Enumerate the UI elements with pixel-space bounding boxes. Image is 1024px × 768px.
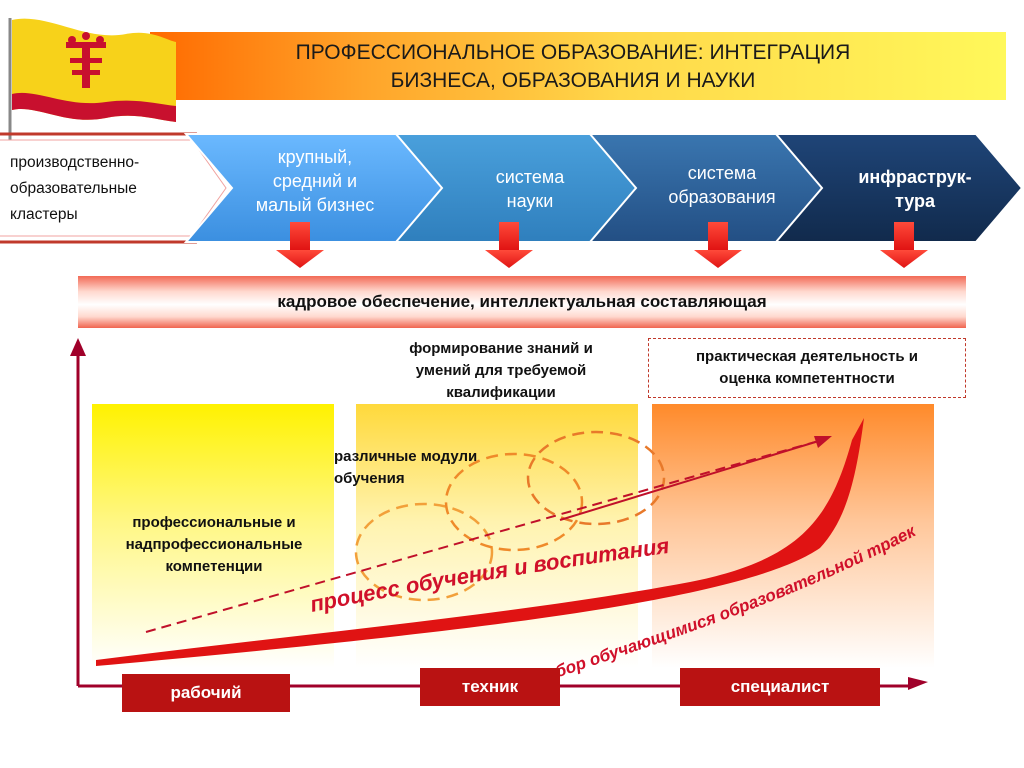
chevron-business-label: крупный, средний и малый бизнес — [255, 147, 375, 215]
title-banner — [150, 32, 1006, 100]
trend-arrowhead — [814, 436, 832, 448]
chevron-infrastructure — [773, 133, 1024, 243]
competencies-label: профессиональные и надпрофессиональные к… — [125, 514, 303, 575]
horizontal-axis-arrowhead — [908, 677, 928, 690]
vertical-axis-arrowhead — [70, 338, 86, 356]
module-circle — [526, 430, 666, 526]
trend-arrow — [145, 439, 823, 633]
chevron-science-label: система науки — [495, 167, 565, 211]
learning-curve — [96, 418, 864, 666]
level-technician-box: техник — [420, 668, 560, 706]
red-down-arrow-icon — [485, 222, 533, 268]
chevron-infrastructure-label: инфраструк- тура — [858, 167, 972, 211]
red-down-arrow-icon — [694, 222, 742, 268]
staffing-bar: кадровое обеспечение, интеллектуальная с… — [78, 276, 966, 328]
level-specialist-box: специалист — [680, 668, 880, 706]
page-title: ПРОФЕССИОНАЛЬНОЕ ОБРАЗОВАНИЕ: ИНТЕГРАЦИЯ… — [295, 41, 851, 92]
chuvash-flag-icon — [8, 18, 176, 140]
level-worker-box: рабочий — [122, 674, 290, 712]
knowledge-label: формирование знаний и умений для требуем… — [409, 340, 593, 401]
modules-label: различные модули обучения — [334, 448, 478, 487]
staffing-label: кадровое обеспечение, интеллектуальная с… — [277, 292, 767, 311]
cluster-label: производственно- образовательные кластер… — [10, 154, 140, 223]
module-circle — [354, 502, 494, 602]
chevron-education-label: система образования — [668, 163, 776, 207]
practice-label: практическая деятельность и оценка компе… — [648, 338, 966, 398]
red-down-arrow-icon — [880, 222, 928, 268]
panel-worker-level — [92, 404, 334, 668]
red-down-arrow-icon — [276, 222, 324, 268]
module-circle — [444, 452, 584, 552]
